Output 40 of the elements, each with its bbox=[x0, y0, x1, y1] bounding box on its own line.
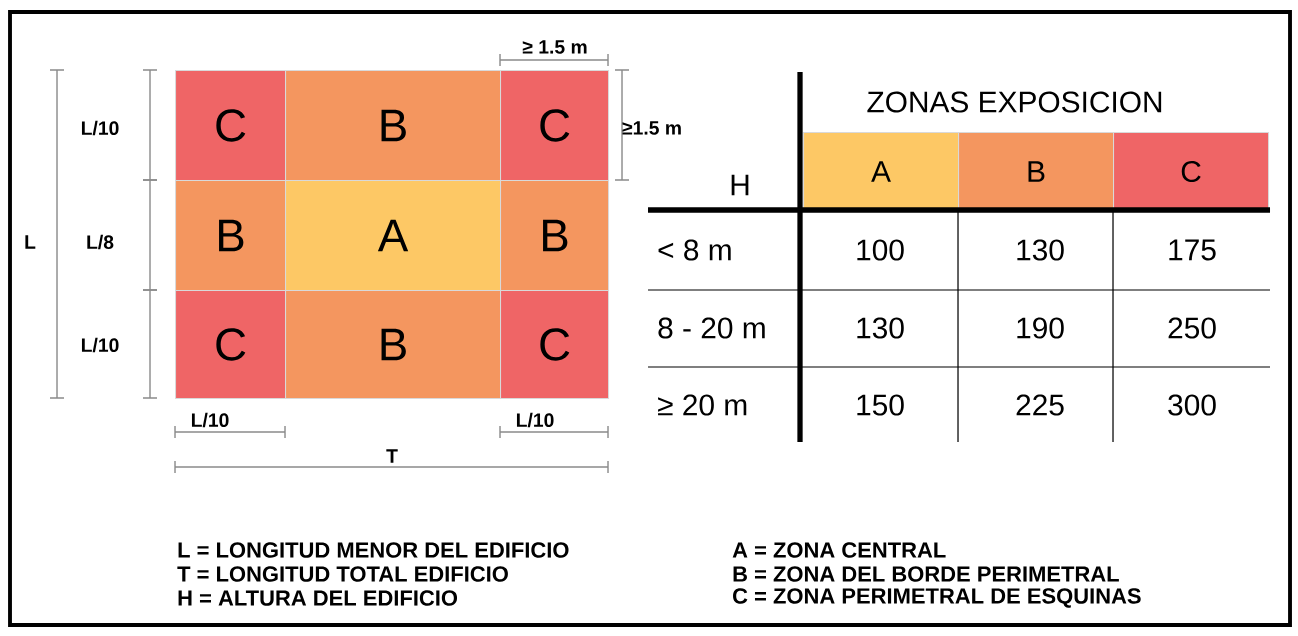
table-cell: 225 bbox=[1016, 394, 1064, 416]
table-cell: 250 bbox=[1168, 317, 1216, 339]
dimension-label: L/10 bbox=[81, 120, 119, 136]
key-text: C = ZONA PERIMETRAL DE ESQUINAS bbox=[733, 588, 1141, 608]
table-cell: 130 bbox=[857, 317, 904, 339]
zone-cell: B bbox=[285, 290, 502, 400]
key-text: H = ALTURA DEL EDIFICIO bbox=[178, 590, 458, 606]
table-cell: 190 bbox=[1017, 317, 1064, 339]
dimension-label: L bbox=[25, 235, 36, 249]
column-header-cell: A bbox=[803, 132, 960, 212]
zone-cell: C bbox=[175, 70, 287, 182]
row-label: ≥ 20 m bbox=[658, 394, 747, 416]
zone-cell: C bbox=[500, 290, 610, 400]
zone-cell: B bbox=[500, 180, 610, 292]
zone-cell: C bbox=[175, 290, 287, 400]
table-cell: 130 bbox=[1017, 239, 1064, 261]
zone-cell: C bbox=[500, 70, 610, 182]
zone-cell: A bbox=[285, 180, 502, 292]
key-text: B = ZONA DEL BORDE PERIMETRAL bbox=[733, 566, 1119, 582]
zone-cell: B bbox=[175, 180, 287, 292]
dimension-label: ≥1.5 m bbox=[622, 121, 681, 135]
key-text: L = LONGITUD MENOR DEL EDIFICIO bbox=[178, 542, 569, 558]
table-cell: 100 bbox=[857, 239, 904, 261]
table-cell: 175 bbox=[1169, 239, 1216, 261]
row-label: 8 - 20 m bbox=[658, 317, 765, 339]
table-cell: 150 bbox=[857, 394, 904, 416]
row-label: < 8 m bbox=[658, 239, 731, 261]
dimension-label: ≥ 1.5 m bbox=[522, 40, 587, 54]
column-header-cell: B bbox=[958, 132, 1115, 212]
dimension-label: L/10 bbox=[81, 337, 119, 353]
dimension-label: T bbox=[386, 449, 398, 463]
table-title: ZONAS EXPOSICION bbox=[867, 91, 1162, 113]
column-header-cell: C bbox=[1113, 132, 1270, 212]
dimension-label: L/8 bbox=[87, 234, 114, 250]
key-text: T = LONGITUD TOTAL EDIFICIO bbox=[177, 566, 508, 582]
key-text: A = ZONA CENTRAL bbox=[732, 542, 946, 558]
table-cell: 300 bbox=[1168, 394, 1216, 416]
dimension-label: L/10 bbox=[516, 412, 554, 428]
row-header: H bbox=[731, 174, 749, 196]
zone-cell: B bbox=[285, 70, 502, 182]
